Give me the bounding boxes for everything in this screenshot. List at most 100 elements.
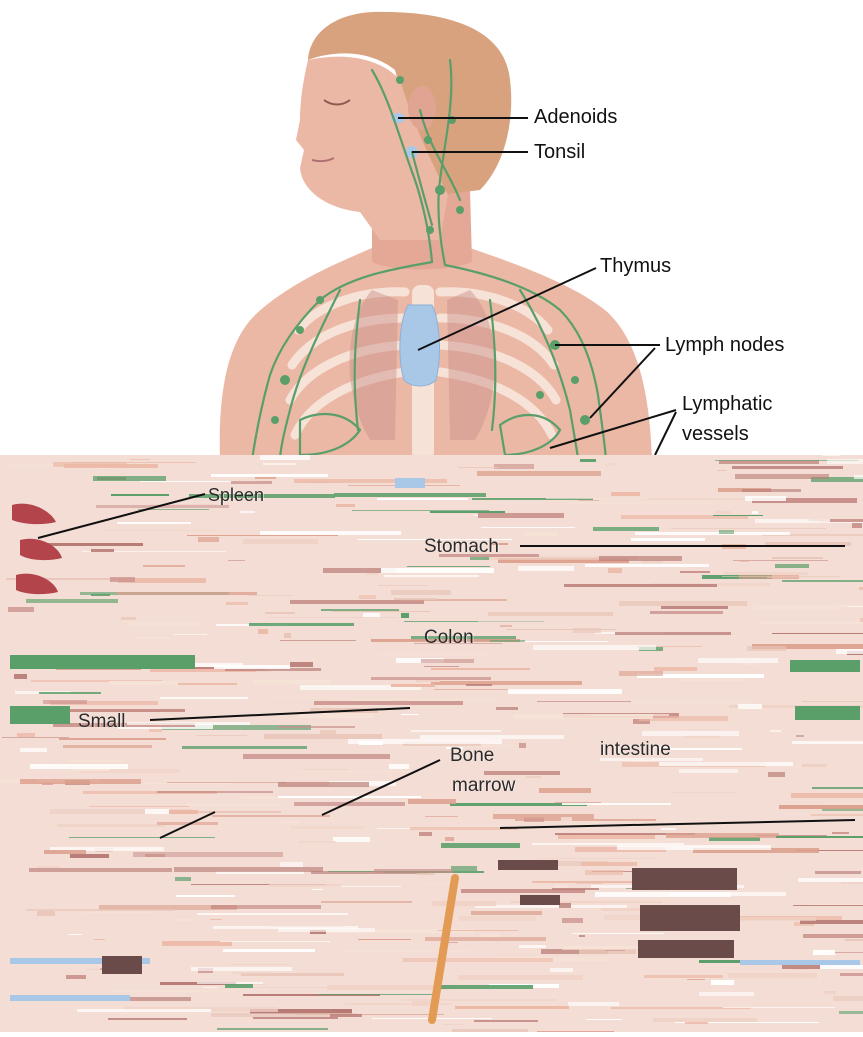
glitch-stripe [174,867,323,872]
glitch-stripe [742,489,801,492]
glitch-stripe [120,1013,193,1014]
glitch-stripe [477,471,601,476]
glitch-stripe [265,612,295,614]
label-stomach: Stomach [424,537,499,556]
glitch-stripe [173,634,207,635]
glitch-stripe [728,973,817,978]
glitch-stripe [518,566,574,571]
blue-band-1 [395,478,425,488]
glitch-stripe [564,946,645,949]
glitch-stripe [660,748,742,750]
glitch-stripe [661,606,728,609]
glitch-stripe [802,764,827,767]
glitch-stripe [299,713,373,718]
glitch-stripe [767,577,789,578]
ear [408,86,436,130]
glitch-stripe [243,539,318,544]
glitch-stripe [160,697,248,699]
glitch-stripe [441,843,520,848]
glitch-stripe [443,1024,464,1025]
glitch-stripe [711,980,734,985]
glitch-stripe [226,602,248,605]
glitch-stripe [644,975,723,978]
glitch-stripe [334,493,486,497]
glitch-stripe [470,557,489,560]
glitch-stripe [526,776,541,778]
glitch-stripe [578,500,599,501]
glitch-stripe [69,760,123,762]
glitch-stripe [117,592,257,595]
glitch-stripe [127,722,250,725]
glitch-stripe [812,787,863,789]
glitch-stripe [555,802,601,803]
glitch-stripe [606,950,625,951]
glitch-stripe [247,595,292,596]
glitch-stripe [394,598,437,600]
green-band-4 [795,706,860,720]
glitch-stripe [330,1014,362,1017]
glitch-stripe [619,671,663,676]
glitch-stripe [599,556,682,561]
glitch-stripe [332,611,430,612]
glitch-stripe [82,912,154,913]
glitch-stripe [17,733,35,737]
glitch-stripe [747,646,786,651]
glitch-stripe [815,871,861,874]
glitch-stripe [321,609,399,611]
glitch-stripe [425,816,458,817]
glitch-stripe [182,746,307,749]
glitch-stripe [26,909,174,911]
glitch-stripe [374,869,453,873]
glitch-stripe [445,837,454,841]
glitch-stripe [608,568,622,573]
glitch-stripe [298,771,421,772]
glitch-stripe [775,564,809,568]
glitch-stripe [211,474,328,477]
glitch-stripe [197,913,348,915]
glitch-stripe [167,782,286,783]
label-bone-2: marrow [452,776,515,795]
glitch-stripe [567,769,653,770]
glitch-stripe [70,854,109,858]
glitch-stripe [68,934,82,935]
glitch-stripe [121,617,136,620]
glitch-stripe [143,565,185,567]
glitch-stripe [500,625,512,627]
glitch-stripe [93,476,166,481]
glitch-stripe [111,494,169,496]
glitch-stripe [104,530,219,531]
label-small: Small [78,712,126,731]
glitch-stripe [519,945,546,948]
glitch-stripe [342,950,470,952]
glitch-stripe [859,587,863,590]
glitch-stripe [642,731,739,736]
upper-body [220,12,676,460]
glitch-stripe [37,911,55,916]
glitch-stripe [69,837,215,838]
glitch-stripe [278,726,355,728]
green-band-1 [10,655,195,669]
glitch-stripe [38,866,60,868]
glitch-stripe [826,803,863,804]
glitch-stripe [110,990,235,992]
glitch-stripe [617,845,771,850]
glitch-stripe [333,837,370,842]
glitch-stripe [424,666,459,667]
glitch-stripe [680,571,710,573]
glitch-stripe [793,905,863,906]
glitch-stripe [291,826,364,829]
glitch-stripe [77,1009,211,1012]
glitch-stripe [579,935,585,937]
glitch-stripe [110,577,135,582]
glitch-stripe [358,939,411,940]
glitch-stripe [260,531,401,535]
glitch-stripe [282,821,300,823]
glitch-stripe [223,949,315,952]
glitch-stripe [490,640,525,642]
glitch-stripe [591,714,669,716]
glitch-stripe [133,852,283,857]
glitch-stripe [217,1028,328,1030]
glitch-stripe [733,560,828,561]
green-band-3 [790,660,860,672]
glitch-stripe [585,564,709,567]
